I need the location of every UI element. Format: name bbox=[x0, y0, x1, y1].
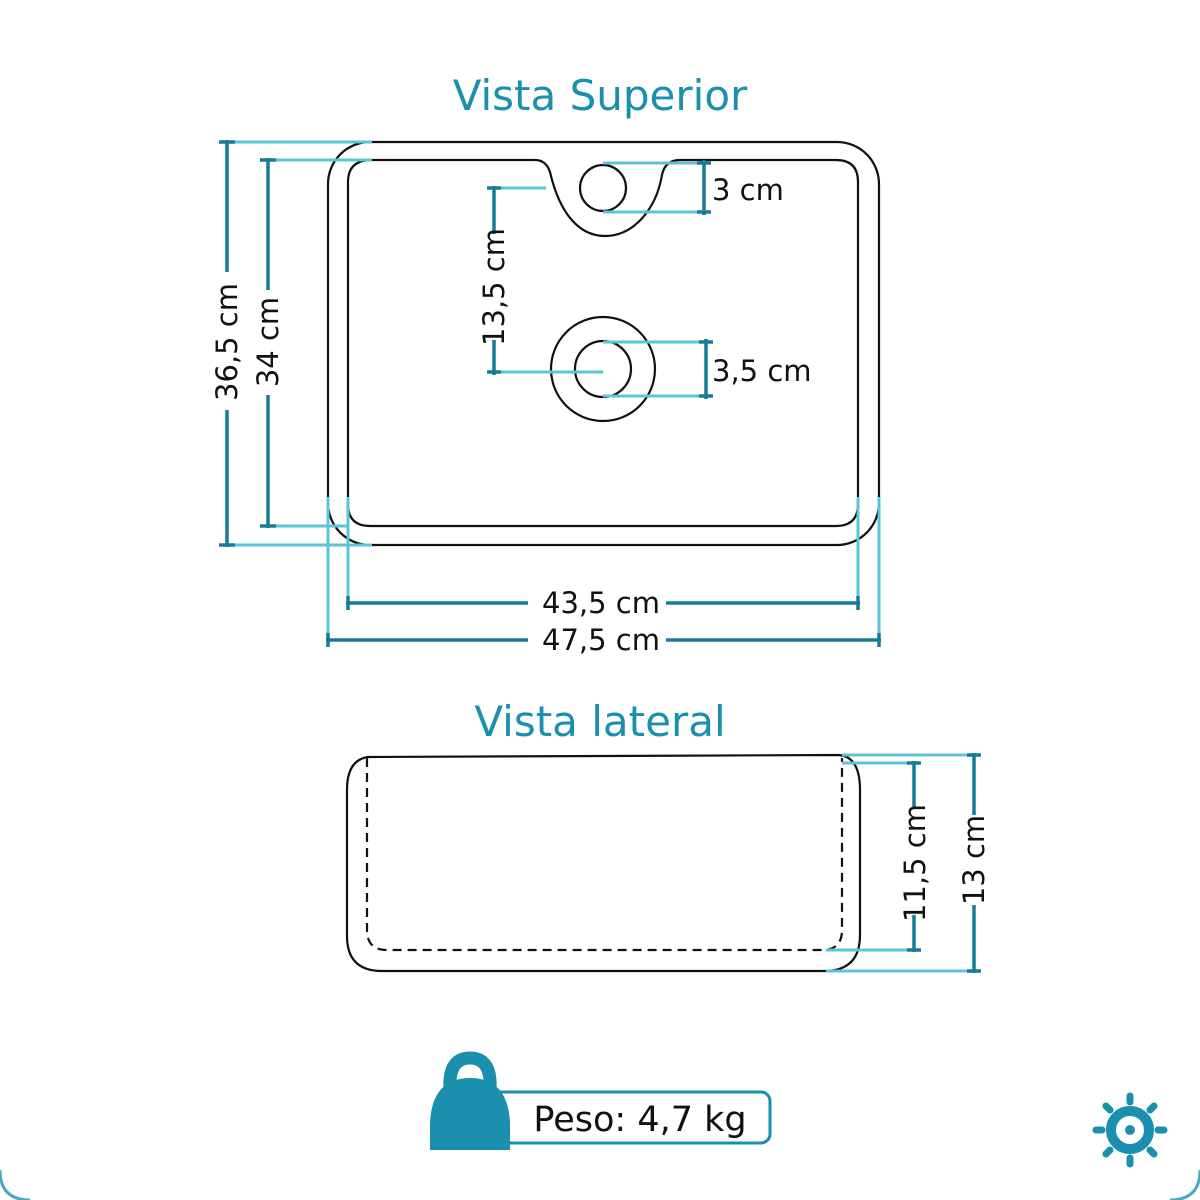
side-view-title: Vista lateral bbox=[474, 697, 725, 746]
outer-height-label: 13 cm bbox=[957, 815, 991, 905]
drain-label: 3,5 cm bbox=[712, 354, 812, 388]
dimension-faucet-hole: 3 cm bbox=[603, 160, 784, 215]
dimension-inner-height: 11,5 cm bbox=[826, 761, 932, 952]
side-view-outline bbox=[345, 753, 862, 973]
outer-width-label: 47,5 cm bbox=[542, 623, 660, 657]
outer-depth-label: 36,5 cm bbox=[210, 283, 244, 401]
basin-outer-rim bbox=[326, 140, 881, 547]
inner-height-label: 11,5 cm bbox=[898, 804, 932, 922]
basin-inner-bowl bbox=[346, 158, 860, 528]
dimension-outer-depth: 36,5 cm bbox=[210, 140, 372, 547]
weight-label: Peso: 4,7 kg bbox=[533, 1100, 746, 1140]
kettlebell-icon bbox=[430, 1051, 510, 1150]
side-view-basin bbox=[345, 753, 862, 973]
top-view-title: Vista Superior bbox=[453, 71, 748, 120]
inner-width-label: 43,5 cm bbox=[542, 586, 660, 620]
drain-hole bbox=[573, 339, 633, 399]
top-view-basin bbox=[326, 140, 881, 547]
faucet-hole-label: 3 cm bbox=[712, 173, 784, 207]
faucet-to-drain-label: 13,5 cm bbox=[477, 228, 511, 346]
corner-decoration bbox=[0, 1169, 31, 1200]
drain-outer-ring bbox=[549, 315, 657, 423]
dimension-drain: 3,5 cm bbox=[603, 339, 812, 399]
side-view-inner-bowl bbox=[365, 758, 844, 952]
inner-depth-label: 34 cm bbox=[251, 297, 285, 387]
dimension-faucet-to-drain: 13,5 cm bbox=[477, 186, 603, 375]
sun-icon bbox=[1092, 1092, 1168, 1168]
faucet-hole bbox=[578, 163, 628, 213]
dimension-outer-width: 47,5 cm bbox=[326, 497, 881, 657]
dimension-inner-depth: 34 cm bbox=[251, 158, 372, 528]
dimension-outer-height: 13 cm bbox=[826, 753, 991, 973]
dimension-inner-width: 43,5 cm bbox=[346, 497, 860, 620]
weight-badge: Peso: 4,7 kg bbox=[430, 1051, 772, 1150]
corner-decoration bbox=[1169, 1169, 1200, 1200]
